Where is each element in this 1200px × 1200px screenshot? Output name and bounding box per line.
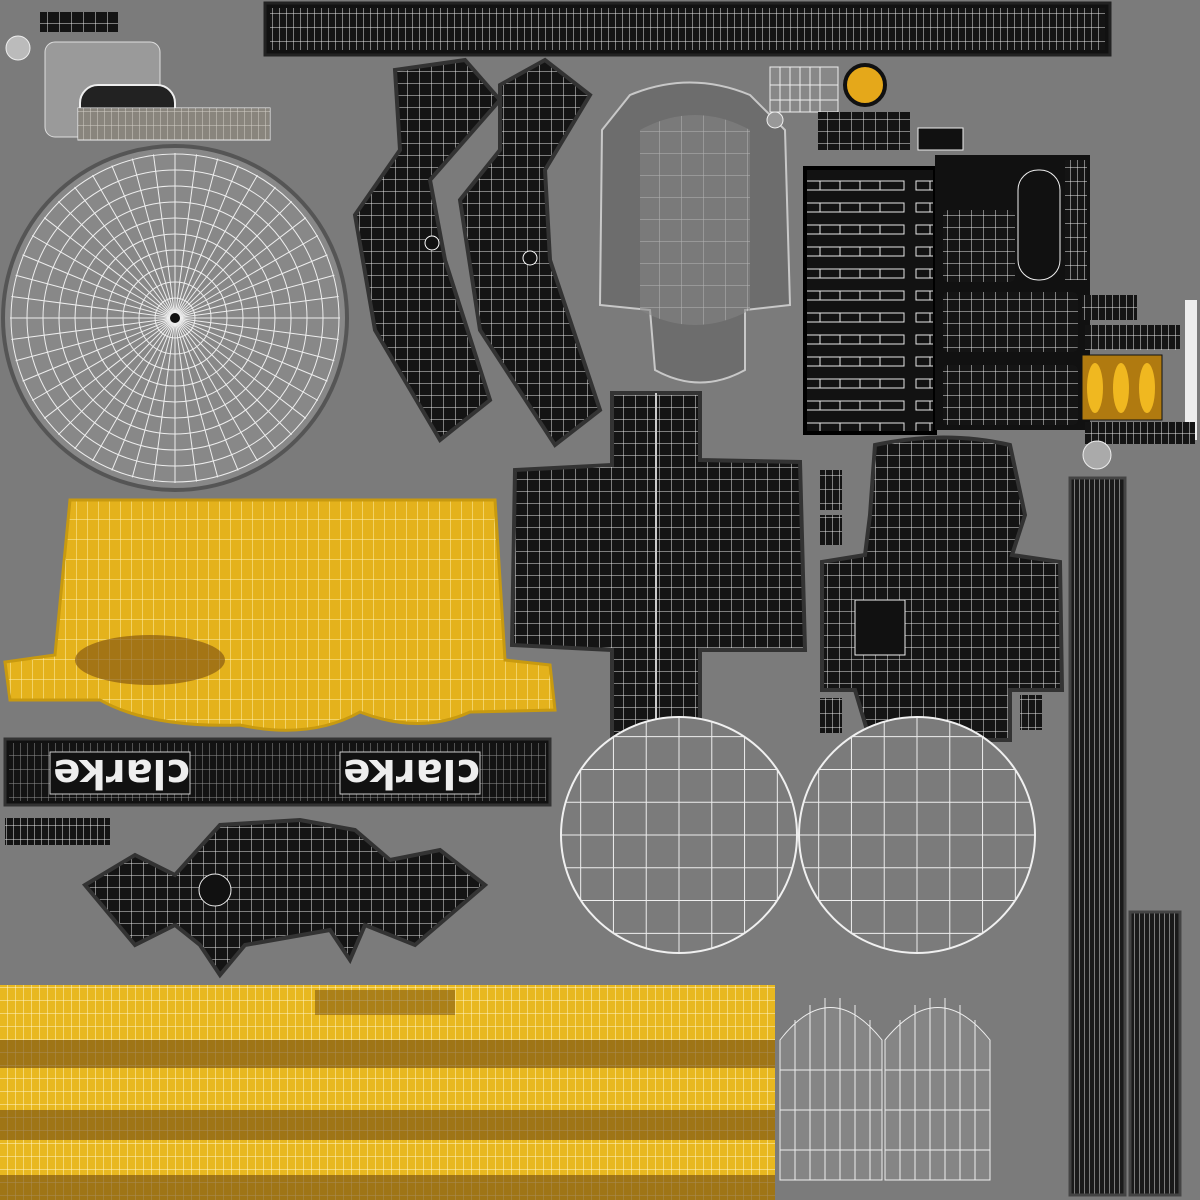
rack-piece [803, 155, 1197, 470]
large-disc-piece [1, 144, 349, 492]
short-vertical-strip [1128, 910, 1182, 1197]
top-strip-piece [263, 1, 1112, 57]
clarke-logo-1: clarke [53, 750, 190, 796]
bent-panel-left [352, 57, 503, 444]
long-vertical-strip [1068, 476, 1127, 1197]
wire-disc-left [560, 716, 798, 954]
tub-piece [598, 81, 792, 384]
yellow-cover-piece [3, 498, 557, 732]
yellow-bottom-piece [0, 985, 775, 1200]
clarke-logo-2: clarke [343, 750, 480, 796]
small-bits [766, 63, 964, 151]
bent-panel-right [457, 57, 603, 448]
arch-pieces [779, 998, 991, 1181]
curved-dark-piece [81, 817, 489, 979]
chassis-piece [820, 435, 1065, 742]
logo-strip: clarke clarke [3, 737, 552, 807]
small-parts-cluster [5, 12, 271, 141]
small-strip [5, 818, 110, 845]
wire-disc-right [798, 716, 1036, 954]
